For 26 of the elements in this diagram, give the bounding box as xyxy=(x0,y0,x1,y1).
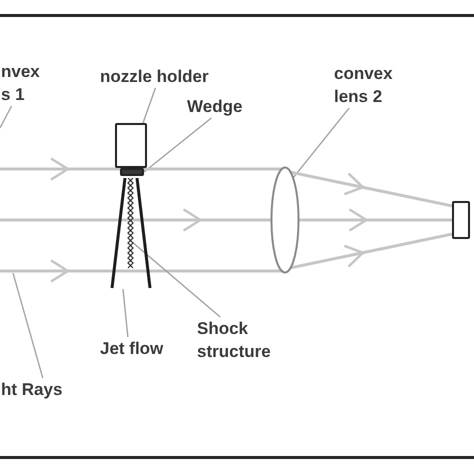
part-label: Shock structure xyxy=(197,317,277,363)
part-label: nvex s 1 xyxy=(1,60,45,106)
light-ray xyxy=(290,232,452,270)
light-ray xyxy=(0,158,283,180)
part-label: nozzle holder xyxy=(100,65,209,88)
convex-lens xyxy=(270,166,300,274)
detector-block xyxy=(452,201,470,239)
leader-line xyxy=(144,118,212,172)
nozzle-holder xyxy=(115,123,147,168)
leader-line xyxy=(122,288,128,338)
light-ray xyxy=(0,260,283,282)
part-label: Wedge xyxy=(187,95,242,118)
part-label: convex lens 2 xyxy=(334,62,400,108)
leader-line xyxy=(292,108,350,178)
jet-plume xyxy=(110,178,152,289)
leader-line xyxy=(12,272,44,378)
light-ray xyxy=(299,208,452,232)
part-label: Jet flow xyxy=(100,337,164,360)
leader-line xyxy=(0,106,12,128)
leader-line xyxy=(142,88,156,124)
light-ray xyxy=(290,170,452,208)
leader-line xyxy=(132,242,221,318)
light-ray xyxy=(0,208,271,232)
wedge-block xyxy=(120,168,144,176)
part-label: ht Rays xyxy=(1,378,62,401)
shock-pattern xyxy=(128,178,133,268)
